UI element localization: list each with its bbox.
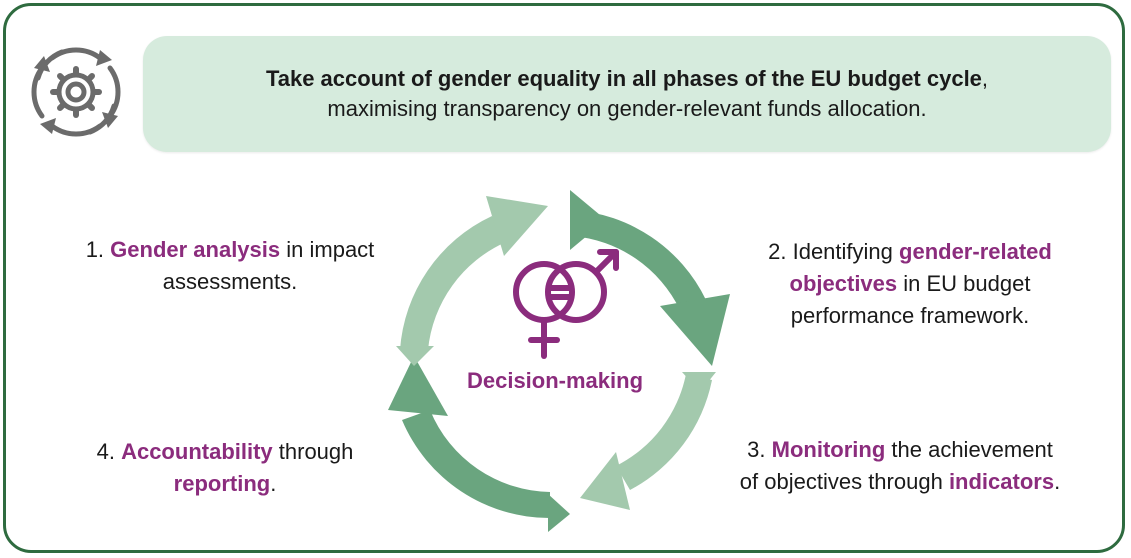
step-4-line-1: 4. Accountability through (40, 436, 410, 468)
step-4-number: 4. (96, 439, 122, 464)
gear-cycle-icon (31, 47, 121, 137)
step-2-text: in EU budget (897, 270, 1031, 296)
diagram-frame (3, 3, 1125, 553)
step-3-text: the achievement (885, 437, 1053, 462)
step-3-highlight: Monitoring (771, 437, 886, 462)
step-1-line-2: assessments. (162, 268, 298, 294)
step-2-line-1: 2. Identifying gender-related (700, 236, 1120, 268)
step-1-number: 1. (85, 237, 111, 262)
step-3-text-2: of objectives through (739, 468, 949, 494)
banner-line-1: Take account of gender equality in all p… (266, 64, 988, 94)
step-4: 4. Accountability through reporting. (40, 436, 410, 500)
step-2-highlight-2: objectives (789, 270, 898, 296)
step-1-text: in impact (280, 237, 375, 262)
decision-making-label: Decision-making (466, 368, 644, 393)
gender-equality-icon (513, 249, 619, 359)
step-2-line-3: performance framework. (790, 302, 1030, 328)
step-3-line-1: 3. Monitoring the achievement (690, 434, 1110, 466)
step-4-highlight-2: reporting (173, 470, 271, 496)
step-4-text: through (272, 439, 354, 464)
step-1-line-1: 1. Gender analysis in impact (30, 234, 430, 266)
step-2: 2. Identifying gender-related objectives… (700, 236, 1120, 332)
step-1-highlight: Gender analysis (110, 237, 281, 262)
step-2-highlight: gender-related (899, 239, 1052, 264)
step-3-highlight-2: indicators (948, 468, 1055, 494)
step-3-number: 3. (747, 437, 772, 462)
step-4-line-2: reporting. (40, 468, 410, 500)
banner-bold-text: Take account of gender equality in all p… (265, 66, 982, 92)
step-1: 1. Gender analysis in impact assessments… (30, 234, 430, 298)
step-3-line-2: of objectives through indicators. (690, 466, 1110, 498)
step-2-line-2: objectives in EU budget (700, 268, 1120, 300)
step-3-period: . (1054, 468, 1061, 494)
step-4-highlight: Accountability (121, 439, 273, 464)
banner-line-2: maximising transparency on gender-releva… (327, 96, 927, 121)
step-4-period: . (270, 470, 277, 496)
step-3: 3. Monitoring the achievement of objecti… (690, 434, 1110, 498)
step-2-number: 2. Identifying (768, 239, 900, 264)
banner-comma: , (981, 66, 989, 92)
header-banner: Take account of gender equality in all p… (143, 36, 1111, 152)
